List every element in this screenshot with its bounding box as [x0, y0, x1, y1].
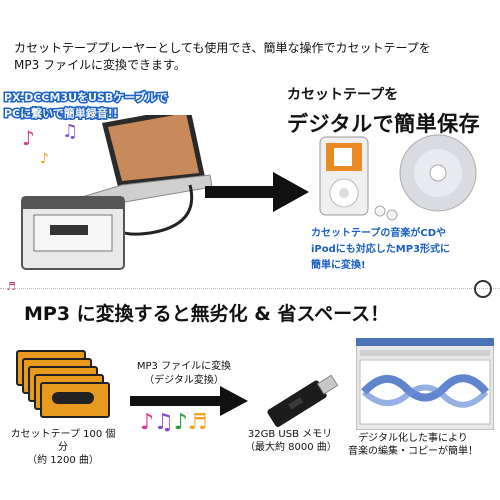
tape-caption: カセットテープ 100 個分 （約 1200 曲） [8, 428, 118, 467]
music-notes-icon: ♪ ♫ ♪ [22, 121, 78, 167]
ipod-icon [319, 136, 369, 216]
tape-caption-line-2: （約 1200 曲） [27, 455, 99, 466]
cd-icon [399, 134, 477, 212]
right-title-line-2: デジタルで簡単保存 [287, 112, 481, 136]
colored-notes-icon: ♪♫♪♬ [140, 410, 208, 435]
conversion-step-label: MP3 ファイルに変換 （デジタル変換） [124, 360, 244, 388]
setup-label-line-2: PCに繋いで簡単録音!! [3, 106, 120, 122]
right-desc-line-1: カセットテープの音楽がCDや [311, 228, 447, 239]
intro-text: カセットテーププレーヤーとしても使用でき、簡単な操作でカセットテープを MP3 … [14, 40, 484, 74]
intro-line-1: カセットテーププレーヤーとしても使用でき、簡単な操作でカセットテープを [14, 41, 431, 55]
svg-text:♪: ♪ [40, 151, 49, 167]
edit-caption-line-2: 音楽の編集・コピーが簡単！ [348, 446, 478, 457]
usb-caption-line-1: 32GB USB メモリ [247, 429, 333, 440]
mp3-arrow-icon [130, 386, 248, 416]
right-description: カセットテープの音楽がCDや iPodにも対応したMP3形式に 簡単に変換! [311, 226, 450, 274]
setup-label-line-1: PX-DCCM3UをUSBケーブルで [3, 90, 170, 106]
svg-text:♫: ♫ [62, 121, 78, 142]
svg-text:♪: ♪ [22, 126, 35, 150]
usb-memory-icon [267, 374, 339, 427]
setup-label: PX-DCCM3UをUSBケーブルで PCに繋いで簡単録音!! [3, 90, 170, 122]
cassette-stack-icon [16, 350, 126, 430]
headline: MP3 に変換すると無劣化 & 省スペース！ [24, 303, 390, 325]
right-desc-line-3: 簡単に変換! [311, 260, 366, 271]
step-label-line-1: MP3 ファイルに変換 [136, 361, 232, 372]
convert-arrow-icon [205, 172, 309, 212]
audio-editor-screenshot [356, 338, 494, 430]
music-note-divider-icon: ♬ [6, 280, 16, 293]
right-title-line-1: カセットテープを [287, 87, 399, 103]
section-divider [0, 288, 500, 290]
intro-line-2: MP3 ファイルに変換できます。 [14, 58, 186, 72]
right-title: カセットテープを デジタルで簡単保存 [287, 84, 480, 138]
pause-circle-icon [474, 280, 492, 298]
step-label-line-2: （デジタル変換） [144, 375, 224, 386]
laptop-cassette-illustration: ♪ ♫ ♪ [21, 115, 213, 270]
usb-caption-line-2: （最大約 8000 曲） [245, 442, 337, 453]
ipod-cd-illustration [319, 134, 477, 221]
right-desc-line-2: iPodにも対応したMP3形式に [311, 244, 451, 255]
edit-caption-line-1: デジタル化した事により [358, 433, 468, 444]
edit-caption: デジタル化した事により 音楽の編集・コピーが簡単！ [348, 432, 478, 458]
usb-caption: 32GB USB メモリ （最大約 8000 曲） [245, 428, 337, 454]
tape-caption-line-1: カセットテープ 100 個分 [10, 429, 116, 453]
